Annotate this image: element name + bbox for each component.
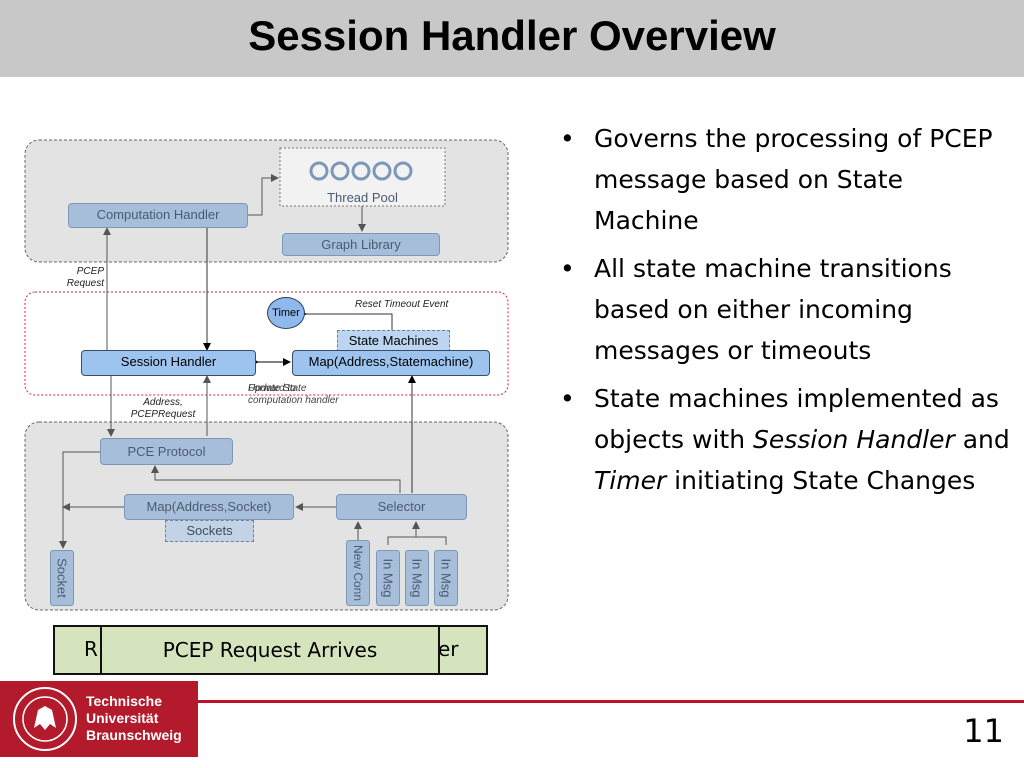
map-socket-box: Map(Address,Socket)	[124, 494, 294, 520]
bullet-dot: •	[560, 254, 575, 283]
map-statemachine-box: Map(Address,Statemachine)	[292, 350, 490, 376]
address-pceprequest-label: Address, PCEPRequest	[130, 397, 196, 420]
computation-handler-box: Computation Handler	[68, 203, 248, 228]
seal-icon	[13, 687, 77, 751]
slide-title: Session Handler Overview	[248, 12, 776, 59]
in-msg-box-1: In Msg	[376, 550, 400, 606]
arrow-timer-reset	[299, 310, 393, 330]
pcep-request-label: PCEP Request	[66, 266, 104, 289]
arrow-pce-socket	[59, 451, 100, 549]
university-logo: Technische Universität Braunschweig	[0, 681, 198, 757]
logo-line-1: Technische	[86, 693, 162, 709]
forward-computation-label: Forward to computation handler	[248, 383, 339, 406]
in-msg-label-2: In Msg	[409, 558, 425, 598]
state-machines-box: State Machines	[337, 330, 450, 352]
bullet-text-3d: Timer	[594, 466, 667, 495]
banner-front: PCEP Request Arrives	[100, 625, 440, 675]
bullet-text-3a: State machines implemented as objects wi…	[594, 384, 999, 454]
architecture-diagram: Thread Pool Computation Handler Graph Li…	[0, 100, 540, 620]
bullet-item-1: • Governs the processing of PCEP message…	[560, 118, 1010, 241]
pce-protocol-box: PCE Protocol	[100, 438, 233, 465]
banner-peek-left: R	[84, 637, 98, 661]
bullet-item-3: • State machines implemented as objects …	[560, 378, 1010, 501]
bullet-text-3b: Session Handler	[753, 425, 955, 454]
update-state-label: Update State	[248, 383, 307, 394]
thread-pool-label: Thread Pool	[327, 190, 398, 205]
socket-vertical-label: Socket	[54, 558, 70, 598]
diagram-connectors	[24, 139, 509, 611]
title-bar	[0, 0, 1024, 77]
arrow-selector-pce	[151, 465, 401, 493]
socket-vertical-box: Socket	[50, 550, 74, 606]
bullet-text-3e: initiating State Changes	[666, 466, 976, 495]
bullet-text-3c: and	[954, 425, 1010, 454]
arrow-comp-threadpool	[241, 174, 279, 219]
arrow-inputs-selector	[387, 536, 447, 545]
banner-peek-right: er	[438, 637, 459, 661]
new-conn-box: New Conn	[346, 540, 370, 606]
bullet-item-2: • All state machine transitions based on…	[560, 248, 1010, 371]
in-msg-label-3: In Msg	[438, 558, 454, 598]
session-handler-box: Session Handler	[81, 350, 256, 376]
middle-container	[24, 291, 509, 396]
bullet-text-2: All state machine transitions based on e…	[594, 254, 952, 365]
bullet-dot: •	[560, 124, 575, 153]
bullet-dot: •	[560, 384, 575, 413]
bullet-list: • Governs the processing of PCEP message…	[560, 118, 1010, 508]
reset-timeout-label: Reset Timeout Event	[355, 299, 449, 310]
footer-line	[198, 700, 1024, 703]
selector-box: Selector	[336, 494, 467, 520]
graph-library-box: Graph Library	[282, 233, 440, 256]
new-conn-label: New Conn	[351, 544, 365, 602]
in-msg-box-2: In Msg	[405, 550, 429, 606]
logo-text: Technische Universität Braunschweig	[86, 693, 182, 744]
timer-node: Timer	[267, 297, 305, 329]
logo-line-3: Braunschweig	[86, 727, 182, 743]
in-msg-box-3: In Msg	[434, 550, 458, 606]
slide-number: 11	[963, 712, 1004, 750]
sockets-box: Sockets	[165, 520, 254, 542]
bullet-text-1: Governs the processing of PCEP message b…	[594, 124, 993, 235]
in-msg-label-1: In Msg	[380, 558, 396, 598]
thread-gears	[309, 161, 413, 181]
logo-line-2: Universität	[86, 710, 159, 726]
